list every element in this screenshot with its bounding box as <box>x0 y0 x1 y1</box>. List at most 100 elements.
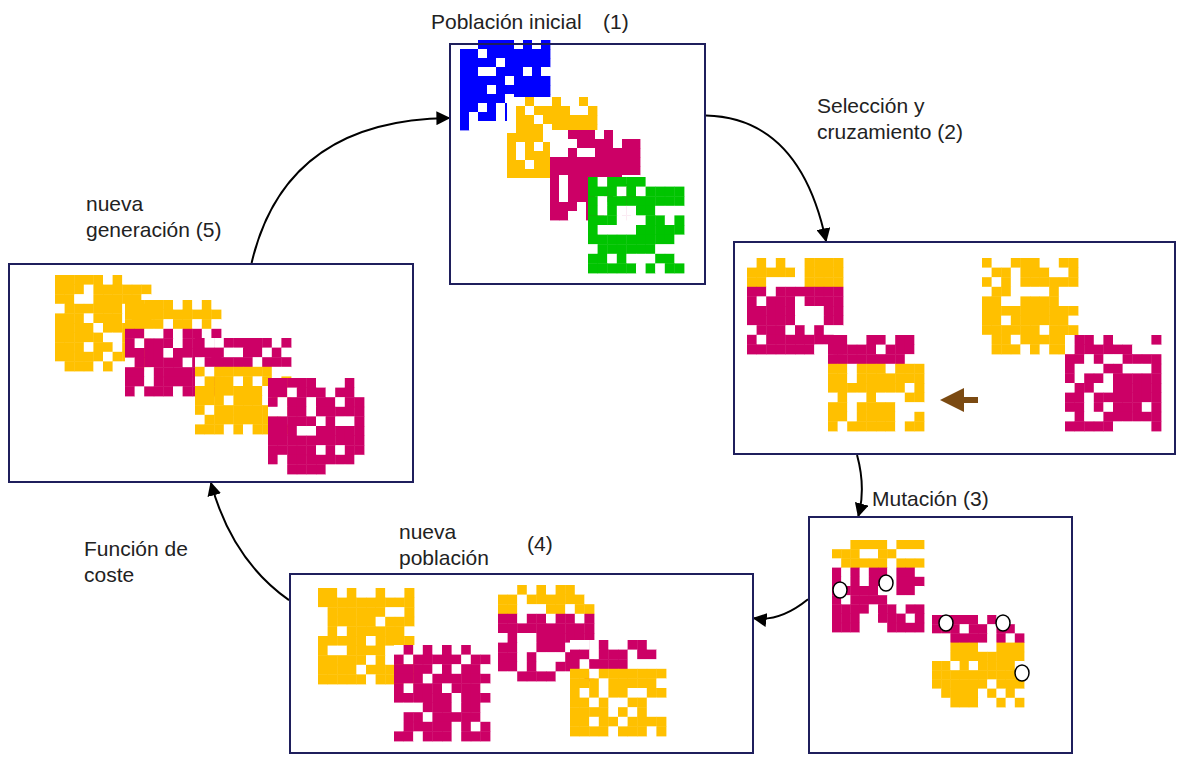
gene-cell <box>173 348 183 358</box>
gene-cell <box>674 225 684 235</box>
gene-cell <box>876 402 886 412</box>
gene-cell <box>805 316 815 326</box>
gene-cell <box>523 85 532 94</box>
gene-cell <box>532 49 541 58</box>
gene-cell <box>318 674 328 684</box>
gene-cell <box>580 640 590 650</box>
gene-cell <box>575 595 585 605</box>
gene-cell <box>1084 345 1094 355</box>
gene-cell <box>795 316 805 326</box>
gene-cell <box>394 674 404 684</box>
gene-cell <box>525 106 534 115</box>
gene-cell <box>413 731 423 741</box>
stage-panel: Mutación (3) <box>808 516 1073 754</box>
gene-cell <box>607 225 617 235</box>
gene-cell <box>559 139 568 148</box>
gene-cell <box>1075 364 1085 374</box>
gene-cell <box>1084 364 1094 374</box>
gene-cell <box>272 357 282 367</box>
gene-cell <box>674 244 684 254</box>
gene-cell <box>432 655 442 665</box>
gene-cell <box>183 319 193 329</box>
gene-cell <box>432 664 442 674</box>
gene-cell <box>1040 268 1050 278</box>
gene-cell <box>395 617 405 627</box>
mutation-circle <box>879 575 893 591</box>
gene-cell <box>93 333 103 343</box>
gene-cell <box>932 643 942 653</box>
gene-cell <box>1113 402 1123 412</box>
gene-cell <box>561 106 570 115</box>
gene-cell <box>534 178 543 187</box>
gene-cell <box>1142 421 1152 431</box>
gene-cell <box>841 623 851 633</box>
gene-cell <box>243 396 253 406</box>
gene-cell <box>1011 316 1021 326</box>
gene-cell <box>1151 393 1161 403</box>
gene-cell <box>766 344 776 354</box>
gene-cell <box>253 367 263 377</box>
mutation-circle <box>996 615 1010 631</box>
gene-cell <box>478 121 487 130</box>
gene-cell <box>550 184 559 193</box>
gene-cell <box>452 703 462 713</box>
gene-cell <box>243 386 253 396</box>
gene-cell <box>776 258 786 268</box>
gene-cell <box>1006 661 1016 671</box>
gene-cell <box>1094 364 1104 374</box>
gene-cell <box>570 659 580 669</box>
gene-cell <box>941 689 951 699</box>
gene-cell <box>850 549 860 559</box>
gene-cell <box>173 310 183 320</box>
gene-cell <box>469 76 478 85</box>
gene-cell <box>838 335 848 345</box>
gene-cell <box>556 604 566 614</box>
gene-cell <box>536 595 546 605</box>
gene-cell <box>525 169 534 178</box>
gene-cell <box>103 304 113 314</box>
gene-cell <box>598 254 608 264</box>
gene-cell <box>432 722 442 732</box>
gene-cell <box>354 445 364 455</box>
gene-cell <box>122 285 132 295</box>
gene-cell <box>1132 412 1142 422</box>
gene-cell <box>347 655 357 665</box>
gene-cell <box>505 58 514 67</box>
gene-cell <box>195 357 205 367</box>
mutation-marks <box>833 575 1029 681</box>
gene-cell <box>354 378 364 388</box>
gene-cell <box>833 316 843 326</box>
gene-cell <box>1040 335 1050 345</box>
gene-cell <box>987 670 997 680</box>
gene-cell <box>326 445 336 455</box>
gene-cell <box>297 436 307 446</box>
gene-cell <box>785 335 795 345</box>
gene-cell <box>1065 364 1075 374</box>
gene-cell <box>122 275 132 285</box>
gene-cell <box>536 662 546 672</box>
gene-cell <box>814 296 824 306</box>
gene-cell <box>507 160 516 169</box>
gene-cell <box>795 306 805 316</box>
gene-cell <box>480 674 490 684</box>
gene-cell <box>366 607 376 617</box>
gene-cell <box>580 650 590 660</box>
gene-cell <box>556 614 566 624</box>
gene-cell <box>550 148 559 157</box>
gene-cell <box>618 640 628 650</box>
gene-cell <box>982 325 992 335</box>
gene-cell <box>613 157 622 166</box>
gene-cell <box>469 112 478 121</box>
gene-cell <box>65 294 75 304</box>
gene-cell <box>656 688 666 698</box>
gene-cell <box>866 383 876 393</box>
gene-cell <box>432 693 442 703</box>
gene-cell <box>996 633 1006 643</box>
gene-cell <box>1001 287 1011 297</box>
gene-cell <box>376 588 386 598</box>
gene-cell <box>461 731 471 741</box>
gene-cell <box>423 731 433 741</box>
gene-cell <box>608 669 618 679</box>
gene-cell <box>814 287 824 297</box>
gene-cell <box>65 304 75 314</box>
